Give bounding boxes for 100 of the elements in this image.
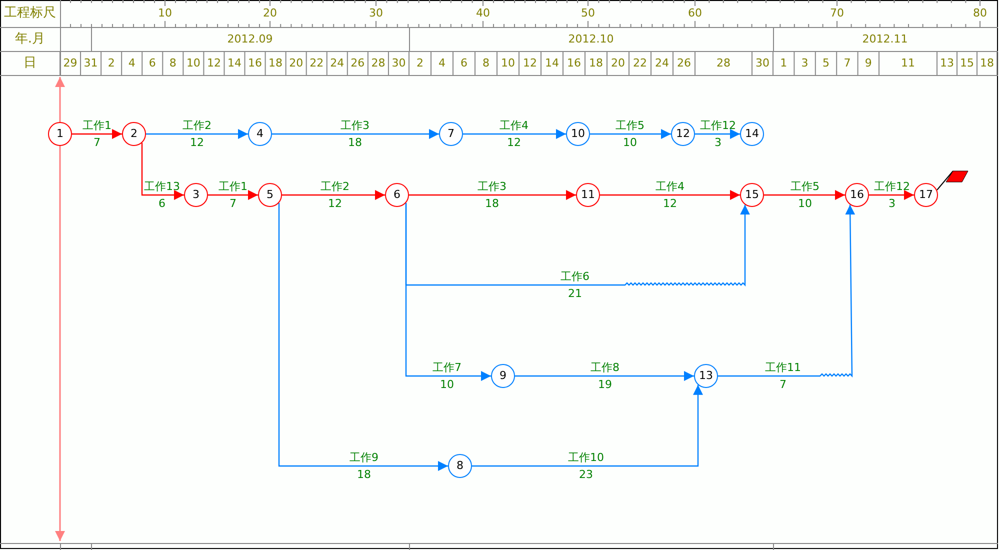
arrow xyxy=(272,129,439,139)
day-number: 28 xyxy=(371,56,386,70)
day-number: 4 xyxy=(438,56,446,70)
event-circle: 8 xyxy=(448,454,472,478)
day-number: 20 xyxy=(289,56,304,70)
month-header: 年.月 xyxy=(14,32,46,46)
day-number: 8 xyxy=(482,56,490,70)
day-number: 26 xyxy=(677,56,691,70)
day-number: 18 xyxy=(589,56,603,70)
scale-number: 70 xyxy=(830,6,844,20)
day-number: 24 xyxy=(330,56,344,70)
event-circle: 2 xyxy=(122,122,146,146)
arrow xyxy=(695,129,740,139)
scale-title: 工程标尺 xyxy=(4,6,56,20)
day-number: 26 xyxy=(350,56,365,70)
day-number: 18 xyxy=(268,56,283,70)
day-number: 3 xyxy=(801,56,808,70)
day-number: 30 xyxy=(392,56,406,70)
day-number: 29 xyxy=(63,56,78,70)
day-number: 2 xyxy=(416,56,424,70)
day-number: 12 xyxy=(206,56,221,70)
event-circle: 3 xyxy=(184,183,208,207)
event-circle: 6 xyxy=(385,183,409,207)
scale-number: 30 xyxy=(369,6,383,20)
edge-label: 工作8 19 xyxy=(590,360,620,393)
day-number: 16 xyxy=(248,56,262,70)
day-number: 11 xyxy=(901,56,915,70)
event-circle: 1 xyxy=(48,122,72,146)
event-circle: 12 xyxy=(671,122,695,146)
arrow xyxy=(141,142,184,200)
arrow xyxy=(208,190,258,200)
day-number: 31 xyxy=(84,56,98,70)
scale-number: 40 xyxy=(476,6,490,20)
edge-label: 工作2 12 xyxy=(320,179,350,212)
event-circle: 14 xyxy=(740,122,764,146)
event-circle: 10 xyxy=(566,122,590,146)
month-label: 2012.09 xyxy=(227,32,273,46)
day-number: 2 xyxy=(108,56,115,70)
event-circle: 4 xyxy=(248,122,272,146)
arrow xyxy=(409,190,576,200)
day-number: 6 xyxy=(148,56,156,70)
arrow xyxy=(405,202,491,381)
scale-number: 80 xyxy=(973,6,987,20)
day-number: 24 xyxy=(655,56,669,70)
edge-label: 工作1 7 xyxy=(82,118,112,151)
event-circle: 16 xyxy=(845,183,869,207)
event-circle: 5 xyxy=(258,183,282,207)
day-number: 12 xyxy=(523,56,537,70)
day-number: 13 xyxy=(940,56,954,70)
event-circle: 11 xyxy=(576,183,600,207)
arrow xyxy=(463,129,566,139)
day-number: 1 xyxy=(780,56,788,70)
arrow xyxy=(869,190,914,200)
arrow xyxy=(764,190,845,200)
arrow xyxy=(718,204,856,378)
arrow xyxy=(146,129,248,139)
event-circle: 9 xyxy=(491,364,515,388)
arrow xyxy=(590,129,671,139)
arrow xyxy=(72,129,122,139)
day-number: 9 xyxy=(864,56,872,70)
edge-label: 工作12 3 xyxy=(700,118,736,151)
day-number: 14 xyxy=(228,56,242,70)
scale-number: 60 xyxy=(688,6,702,20)
scale-number: 10 xyxy=(158,6,172,20)
edge-label: 工作5 10 xyxy=(790,179,820,212)
event-circle: 15 xyxy=(740,183,764,207)
month-label: 2012.10 xyxy=(568,32,614,46)
scale-number: 50 xyxy=(581,6,595,20)
edge-label: 工作1 7 xyxy=(218,179,248,212)
arrow xyxy=(282,190,385,200)
day-number: 20 xyxy=(611,56,625,70)
arrow xyxy=(405,202,750,286)
edge-label: 工作3 18 xyxy=(478,179,506,212)
arrow xyxy=(600,190,740,200)
edge-label: 工作4 12 xyxy=(500,118,528,151)
day-number: 30 xyxy=(756,56,770,70)
edge-label: 工作6 21 xyxy=(560,269,590,302)
edge-label: 工作2 12 xyxy=(182,118,212,151)
day-number: 28 xyxy=(716,56,730,70)
scale-number: 20 xyxy=(263,6,277,20)
day-number: 10 xyxy=(186,56,200,70)
edge-label: 工作12 3 xyxy=(874,179,910,212)
day-number: 10 xyxy=(501,56,515,70)
day-number: 15 xyxy=(960,56,974,70)
day-number: 22 xyxy=(633,56,647,70)
arrow xyxy=(278,202,448,471)
event-circle: 13 xyxy=(694,364,718,388)
day-number: 22 xyxy=(310,56,324,70)
edge-label: 工作5 10 xyxy=(616,118,644,151)
day-number: 7 xyxy=(844,56,851,70)
day-header: 日 xyxy=(24,56,36,70)
arrow xyxy=(515,371,694,381)
edge-label: 工作13 6 xyxy=(144,179,180,212)
day-number: 5 xyxy=(822,56,830,70)
edge-label: 工作11 7 xyxy=(765,360,801,393)
event-circle: 7 xyxy=(439,122,463,146)
day-number: 6 xyxy=(460,56,468,70)
day-number: 18 xyxy=(980,56,994,70)
day-number: 16 xyxy=(567,56,581,70)
event-circle: 17 xyxy=(914,183,938,207)
